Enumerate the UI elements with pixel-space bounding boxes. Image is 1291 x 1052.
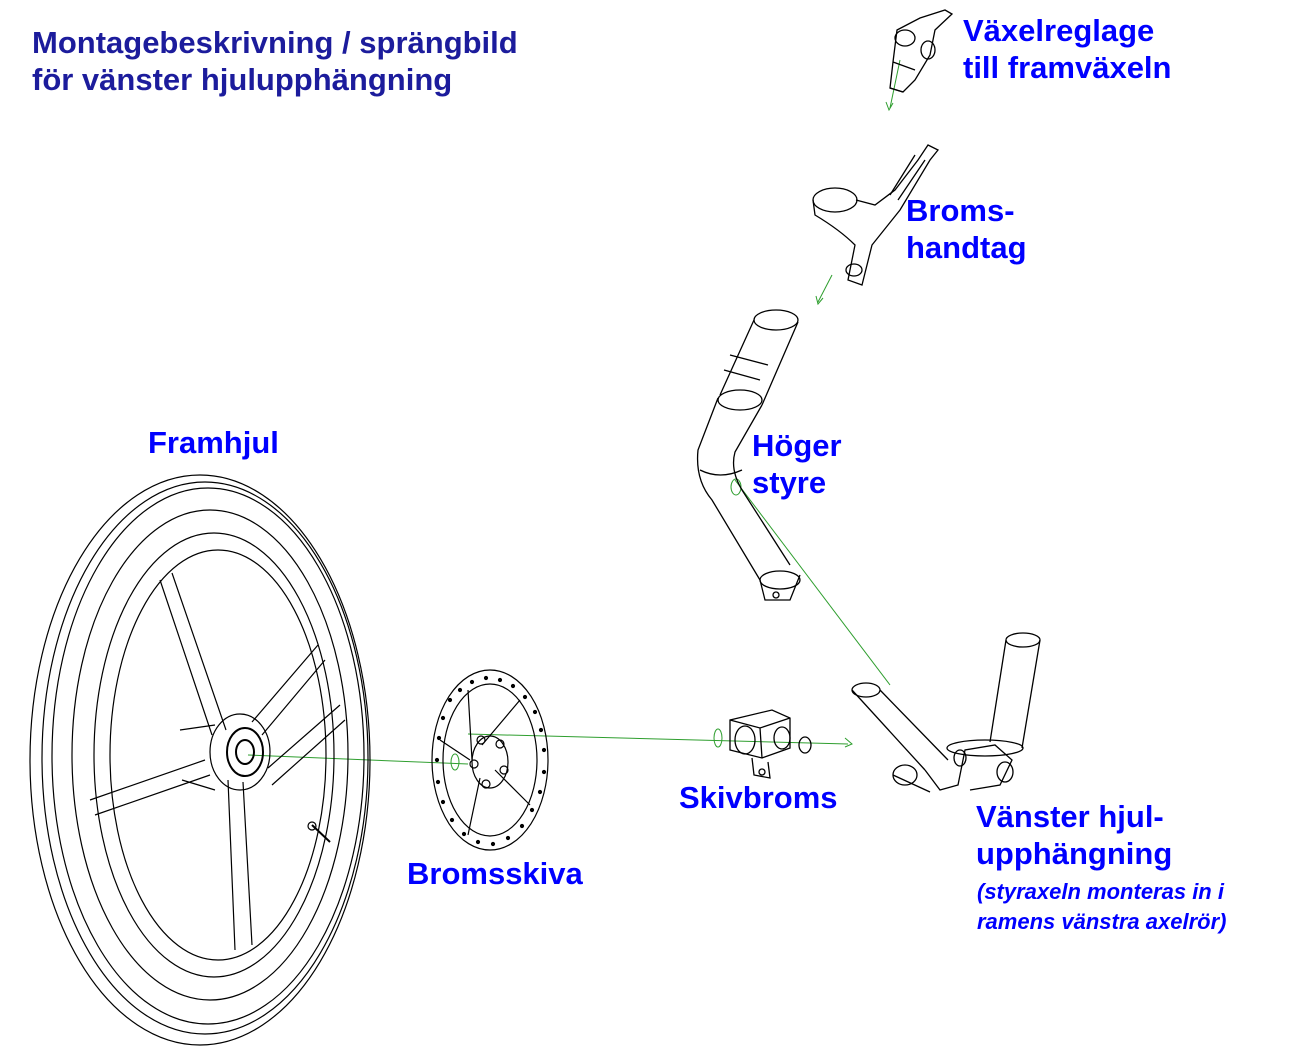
- label-skivbroms: Skivbroms: [679, 780, 838, 815]
- title-line-2: för vänster hjulupphängning: [32, 62, 453, 98]
- label-framhjul: Framhjul: [148, 425, 279, 460]
- label-vanster-note-line-1: (styraxeln monteras in i: [977, 879, 1224, 904]
- label-bromshandtag-line-1: Broms-: [906, 193, 1015, 228]
- brake-lever-drawing: [812, 144, 940, 286]
- disc-brake-caliper-drawing: [729, 709, 812, 779]
- assembly-lines: [247, 59, 901, 771]
- title-line-1: Montagebeskrivning / sprängbild: [32, 25, 518, 60]
- label-bromshandtag: Broms- handtag: [906, 192, 1027, 266]
- label-vaxelreglage: Växelreglage till framväxeln: [963, 12, 1171, 86]
- label-vanster-hjulupphangning: Vänster hjul- upphängning: [976, 798, 1172, 872]
- brake-disc-drawing: [431, 669, 549, 851]
- diagram-title: Montagebeskrivning / sprängbild för väns…: [32, 24, 518, 98]
- label-vaxelreglage-line-1: Växelreglage: [963, 13, 1155, 48]
- label-vanster-note-line-2: ramens vänstra axelrör): [977, 908, 1227, 934]
- label-vanster-line-1: Vänster hjul-: [976, 799, 1164, 834]
- label-hoger-styre-line-2: styre: [752, 465, 827, 501]
- label-vaxelreglage-line-2: till framväxeln: [963, 50, 1172, 86]
- gear-shifter-drawing: [889, 9, 954, 93]
- label-bromsskiva: Bromsskiva: [407, 856, 583, 891]
- handlebar-drawing: [696, 309, 801, 601]
- label-hoger-styre-line-1: Höger: [752, 428, 842, 463]
- label-vanster-line-2: upphängning: [976, 836, 1173, 872]
- left-suspension-drawing: [851, 632, 1041, 793]
- front-wheel-drawing: [29, 474, 371, 1046]
- label-hoger-styre: Höger styre: [752, 427, 842, 501]
- label-bromshandtag-line-2: handtag: [906, 230, 1027, 266]
- label-vanster-note: (styraxeln monteras in i ramens vänstra …: [977, 877, 1226, 937]
